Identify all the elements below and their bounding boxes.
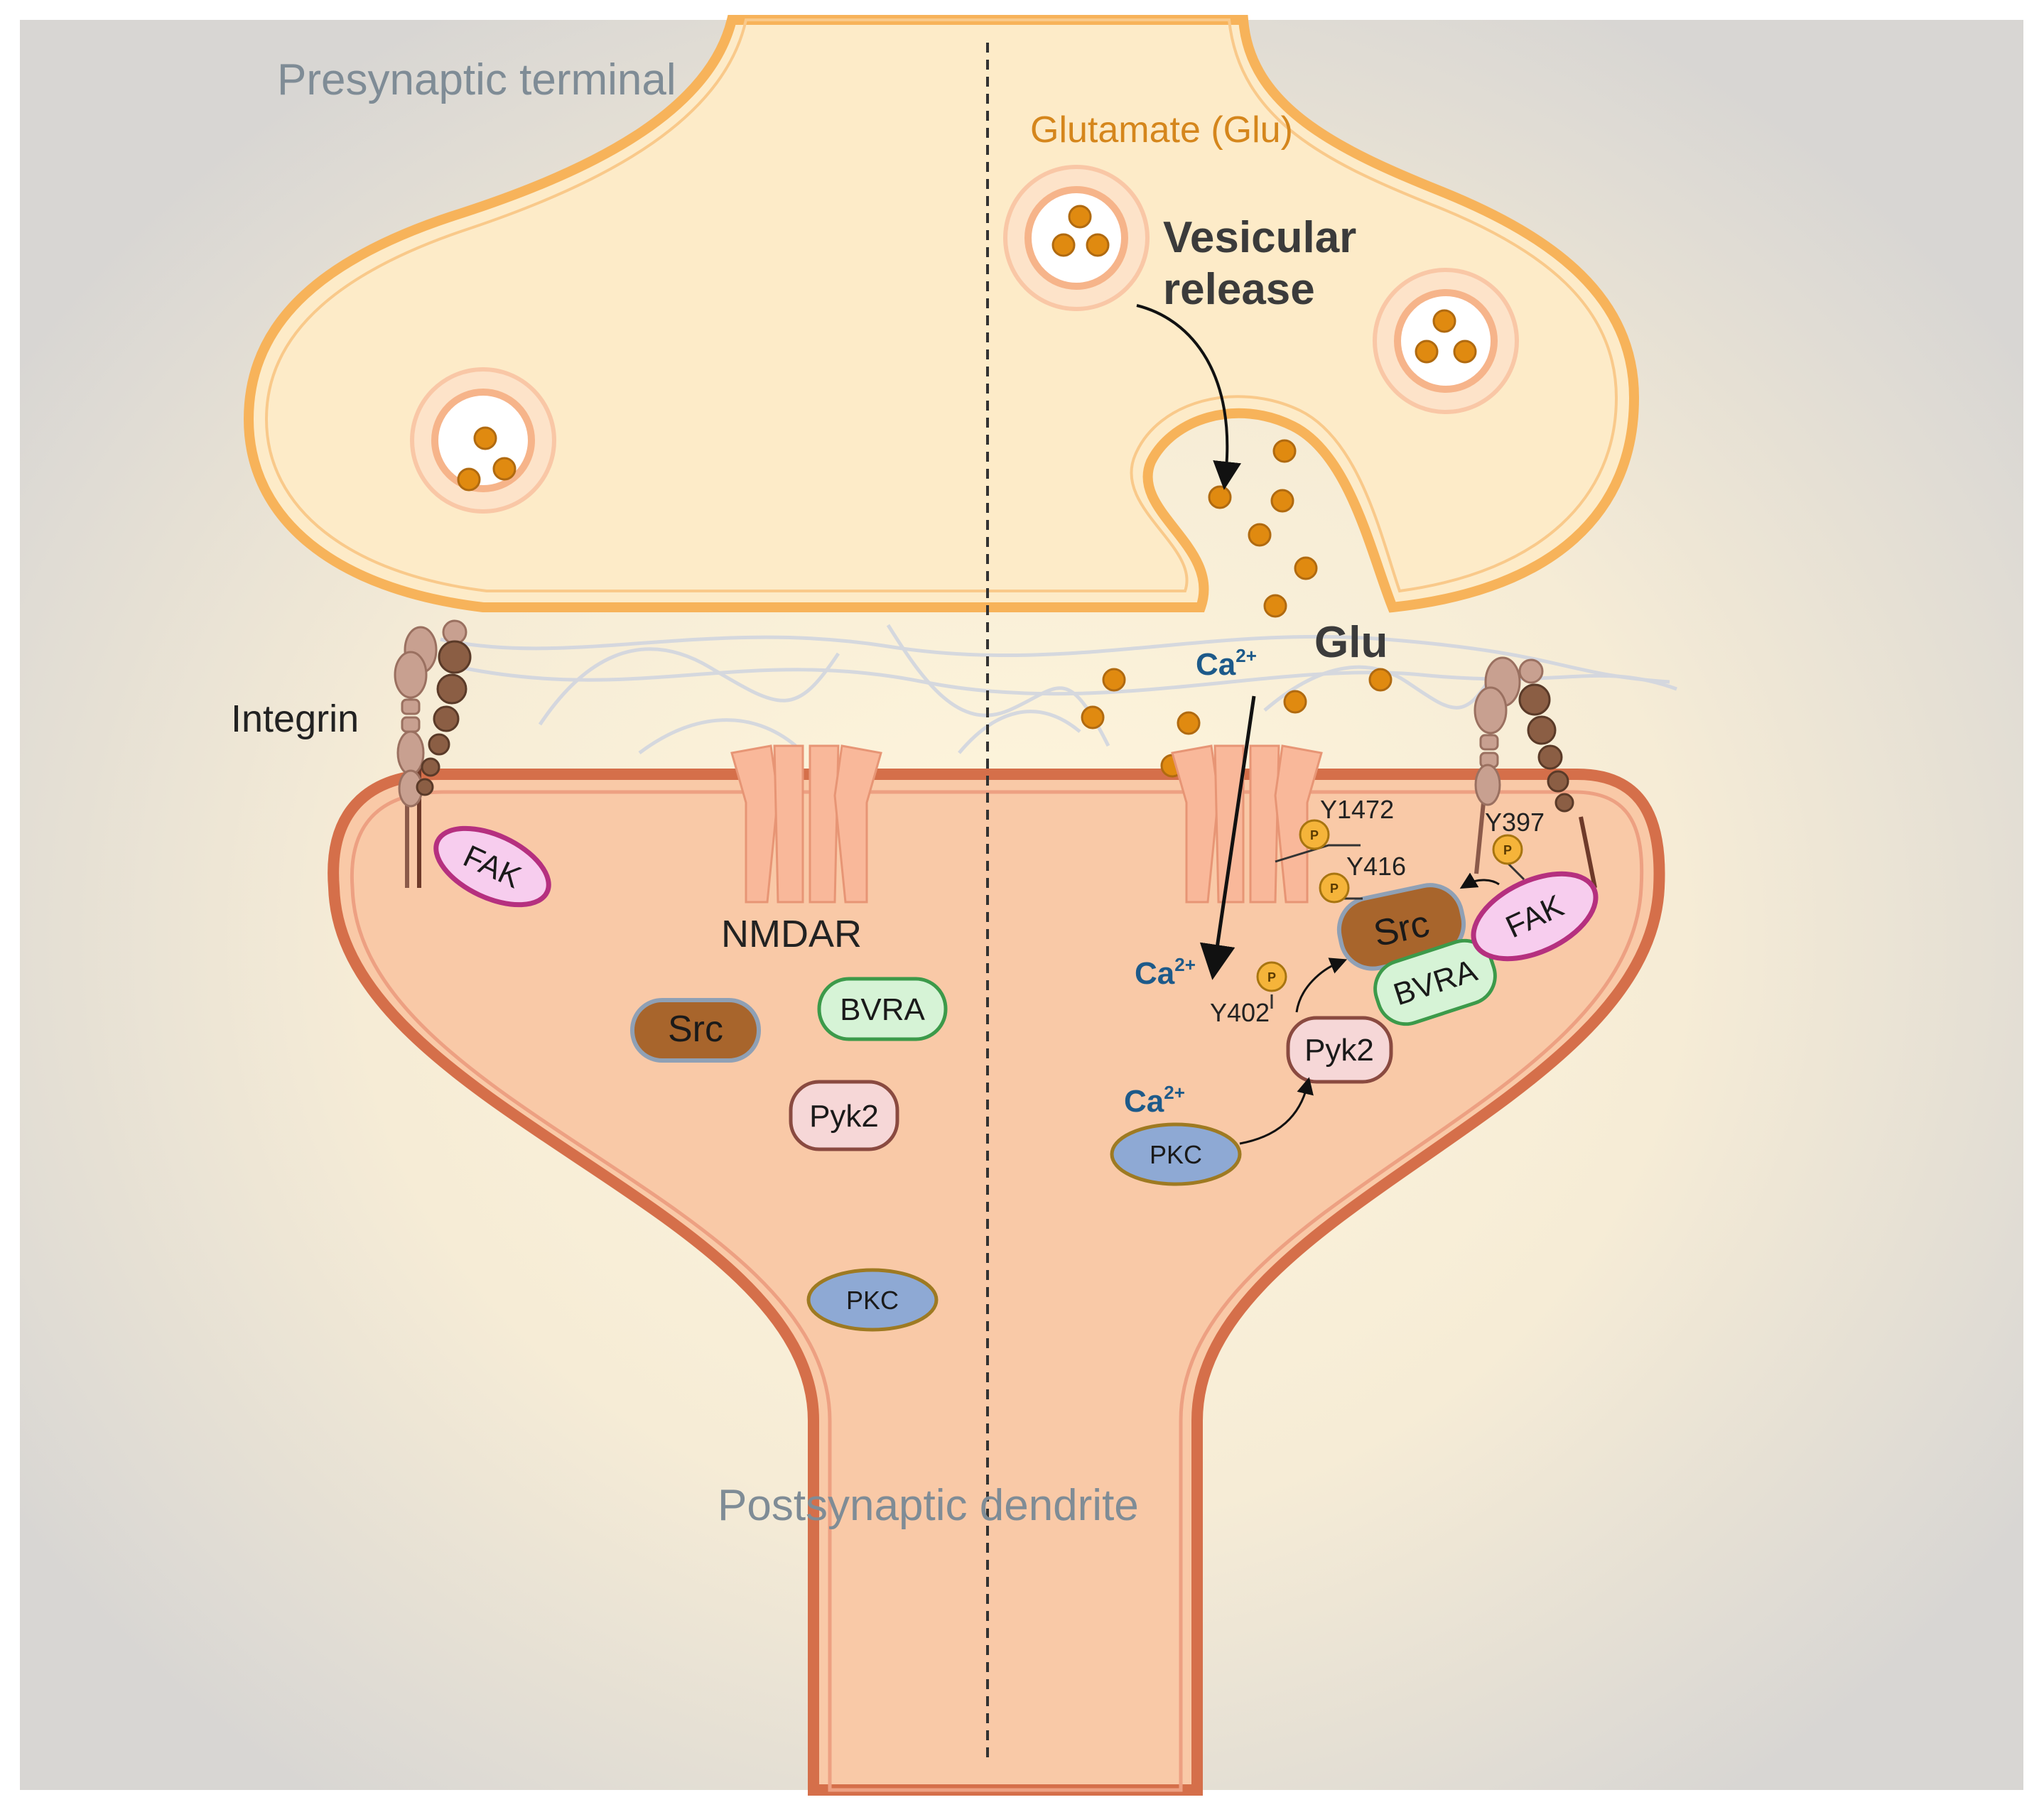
extracellular-matrix — [440, 624, 1677, 755]
pyk2-right-label: Pyk2 — [1304, 1033, 1374, 1068]
src-left[interactable] — [630, 998, 761, 1063]
phospho-badge-y416-label: P — [1330, 881, 1339, 896]
presynaptic-terminal — [243, 15, 1640, 613]
glutamate-label: Glutamate (Glu) — [1030, 109, 1293, 151]
pyk2-left-label: Pyk2 — [809, 1099, 879, 1134]
postsynaptic-dendrite-label: Postsynaptic dendrite — [718, 1481, 1139, 1530]
calcium-symbol-3: Ca — [1124, 1084, 1164, 1119]
calcium-charge-1: 2+ — [1235, 645, 1257, 666]
calcium-label-extracellular: Ca2+ — [1196, 645, 1257, 682]
calcium-influx-arrow — [1199, 695, 1256, 980]
phospho-badge-y397 — [1492, 834, 1523, 865]
vesicle-top — [1003, 165, 1150, 311]
pyk2-right[interactable] — [1286, 1016, 1393, 1084]
calcium-charge-2: 2+ — [1174, 954, 1196, 975]
calcium-label-intracellular: Ca2+ — [1135, 954, 1196, 991]
fak-to-src-arrow — [1459, 872, 1500, 889]
presynaptic-terminal-label: Presynaptic terminal — [277, 55, 676, 104]
phospho-badge-y1472 — [1299, 819, 1330, 850]
site-label-y1472: Y1472 — [1320, 795, 1394, 824]
site-label-y397: Y397 — [1485, 808, 1545, 837]
integrin-right — [1473, 656, 1597, 889]
phospho-badge-y416 — [1319, 872, 1350, 904]
pyk2-left[interactable] — [789, 1080, 899, 1151]
pkc-right-label: PKC — [1150, 1140, 1202, 1169]
vesicle-left — [410, 367, 556, 514]
phospho-badge-y1472-label: P — [1310, 828, 1319, 842]
vesicle-right — [1373, 268, 1519, 414]
integrin-label: Integrin — [231, 698, 359, 740]
calcium-charge-3: 2+ — [1164, 1082, 1185, 1103]
bvra-left[interactable] — [817, 977, 948, 1041]
calcium-symbol-2: Ca — [1135, 956, 1175, 991]
nmdar-label: NMDAR — [721, 913, 862, 955]
src-left-label: Src — [668, 1009, 723, 1050]
vesicular-release-label-line1: Vesicular — [1163, 213, 1356, 262]
phospho-badge-y402 — [1256, 961, 1287, 992]
vesicular-release-arrow — [1136, 304, 1242, 490]
nmdar-channel-right — [1171, 744, 1323, 904]
site-label-y416: Y416 — [1346, 852, 1406, 881]
pkc-left-label: PKC — [846, 1286, 899, 1315]
integrin-left — [394, 619, 472, 888]
site-label-y402: Y402 — [1210, 998, 1270, 1027]
pkc-right[interactable] — [1110, 1122, 1242, 1186]
glu-label: Glu — [1314, 618, 1388, 667]
calcium-label-pkc: Ca2+ — [1124, 1082, 1185, 1119]
bvra-left-label: BVRA — [840, 992, 925, 1027]
calcium-symbol-1: Ca — [1196, 647, 1236, 682]
fak-left[interactable] — [424, 813, 560, 921]
fak-right[interactable] — [1460, 857, 1608, 976]
vesicular-release-label-line2: release — [1163, 265, 1315, 314]
nmdar-channel-left — [730, 744, 882, 904]
pkc-left[interactable] — [806, 1268, 939, 1332]
pkc-to-pyk2-arrow — [1239, 1077, 1314, 1145]
bvra-right[interactable] — [1368, 933, 1502, 1031]
phospho-badge-y397-label: P — [1503, 843, 1512, 857]
pyk2-to-src-arrow — [1295, 957, 1348, 1013]
glutamate-molecules — [1081, 439, 1393, 778]
phospho-badge-y402-label: P — [1267, 970, 1276, 984]
